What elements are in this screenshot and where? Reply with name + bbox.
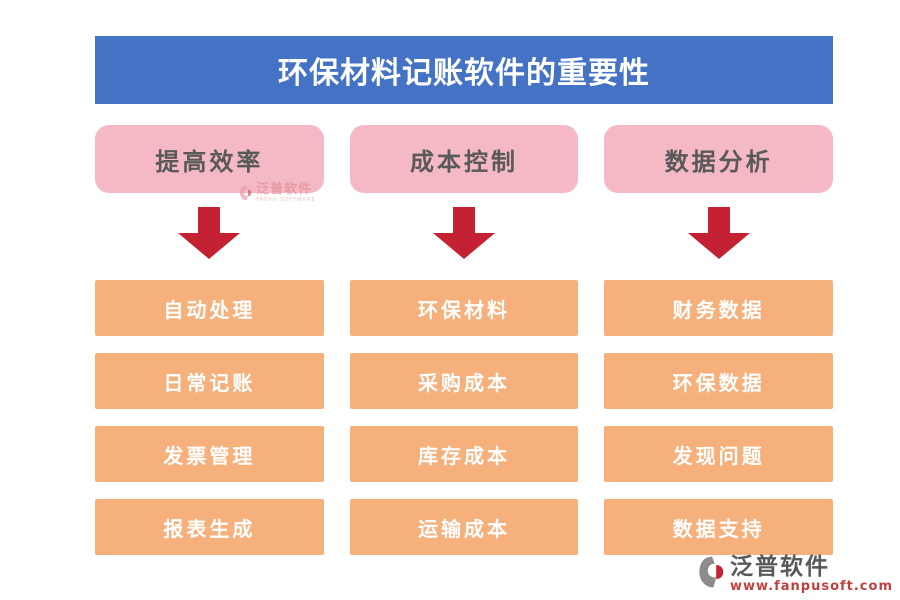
item-box: 环保材料 <box>349 280 579 336</box>
item-label: 自动处理 <box>163 297 256 322</box>
item-label: 报表生成 <box>163 516 256 541</box>
item-label: 环保数据 <box>672 370 765 395</box>
down-arrow-icon <box>433 207 495 259</box>
column-cost-control: 成本控制 环保材料 采购成本 库存成本 运输成本 <box>349 125 579 572</box>
page-title: 环保材料记账软件的重要性 <box>278 56 650 91</box>
footer-website-url: www.fanpusoft.com <box>729 579 893 594</box>
item-label: 采购成本 <box>418 370 510 395</box>
item-box: 发票管理 <box>95 426 324 482</box>
item-box: 环保数据 <box>604 353 834 409</box>
item-label: 运输成本 <box>418 516 510 541</box>
watermark-subtitle: FANPU SOFTWARE <box>256 197 316 203</box>
down-arrow-icon <box>687 207 750 259</box>
column-data-analysis: 数据分析 财务数据 环保数据 发现问题 数据支持 <box>604 125 834 572</box>
footer-text: 泛普软件 www.fanpusoft.com <box>729 552 893 594</box>
category-box-efficiency: 提高效率 泛普软件 FANPU SOFTWARE <box>95 125 324 203</box>
fanpu-logo-icon <box>699 556 724 588</box>
item-box: 库存成本 <box>349 426 579 482</box>
item-label: 日常记账 <box>163 370 256 395</box>
watermark-logo: 泛普软件 FANPU SOFTWARE <box>239 183 316 203</box>
watermark-brand: 泛普软件 <box>256 182 313 198</box>
item-label: 发票管理 <box>163 443 256 468</box>
column-efficiency: 提高效率 泛普软件 FANPU SOFTWARE 自动处理 <box>95 125 324 572</box>
item-label: 库存成本 <box>418 443 510 468</box>
footer-brand-logo: 泛普软件 www.fanpusoft.com <box>698 552 893 594</box>
item-box: 采购成本 <box>349 353 579 409</box>
title-bar: 环保材料记账软件的重要性 <box>95 36 833 104</box>
category-label: 成本控制 <box>410 146 518 176</box>
watermark-text: 泛普软件 FANPU SOFTWARE <box>256 183 316 203</box>
fanpu-watermark-icon <box>240 185 252 201</box>
category-label: 数据分析 <box>664 146 773 176</box>
item-box: 运输成本 <box>349 499 579 555</box>
item-box: 报表生成 <box>95 499 324 555</box>
item-label: 环保材料 <box>418 297 510 322</box>
category-label: 提高效率 <box>155 146 264 176</box>
footer-brand-name: 泛普软件 <box>729 552 830 580</box>
category-box-data-analysis: 数据分析 <box>604 125 834 193</box>
item-box: 数据支持 <box>604 499 834 555</box>
item-box: 日常记账 <box>95 353 324 409</box>
item-box: 自动处理 <box>95 280 324 336</box>
down-arrow-icon <box>178 207 241 259</box>
item-label: 数据支持 <box>672 516 765 541</box>
columns-container: 提高效率 泛普软件 FANPU SOFTWARE 自动处理 <box>95 125 834 572</box>
item-label: 财务数据 <box>672 297 765 322</box>
category-box-cost-control: 成本控制 <box>349 125 579 193</box>
item-box: 财务数据 <box>604 280 834 336</box>
item-label: 发现问题 <box>672 443 765 468</box>
item-box: 发现问题 <box>604 426 834 482</box>
